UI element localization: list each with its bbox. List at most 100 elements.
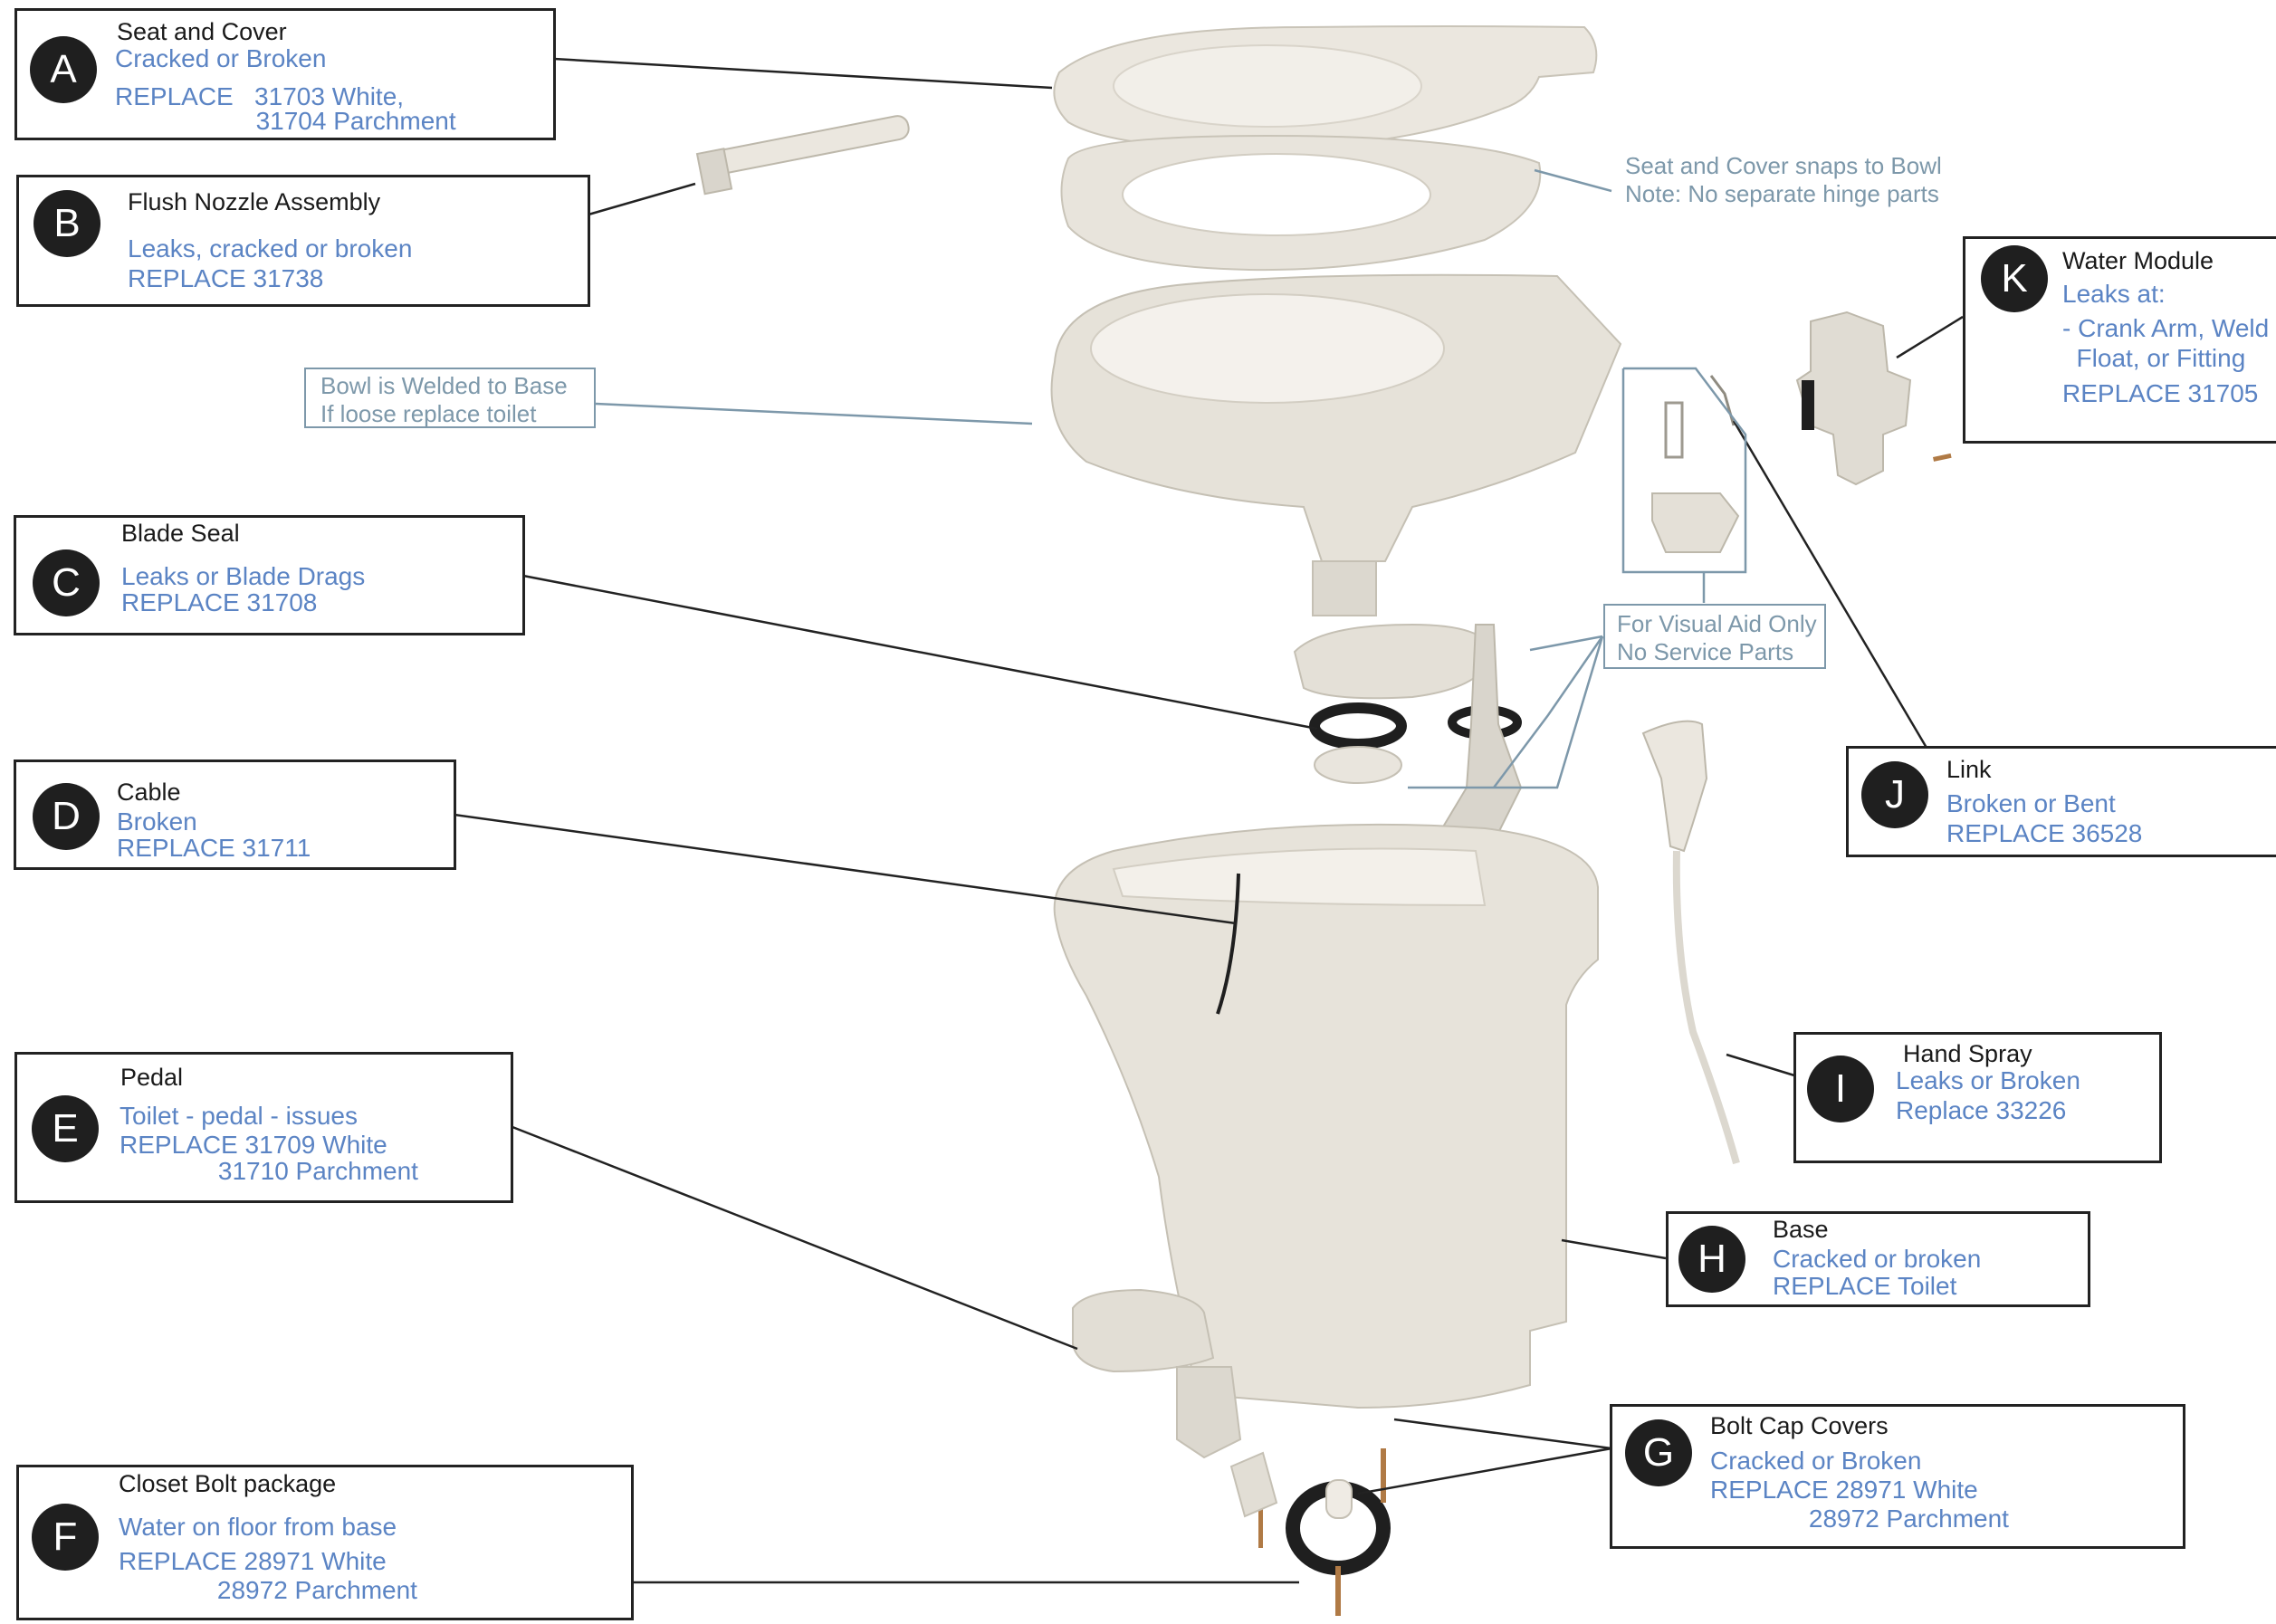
- leader-g2: [1357, 1447, 1612, 1495]
- link-spring: [1664, 401, 1684, 459]
- callout-i-title: Hand Spray: [1903, 1040, 2032, 1067]
- callout-g-line3: 28972 Parchment: [1710, 1505, 2009, 1533]
- bowl-weld-note-line1: Bowl is Welded to Base: [320, 372, 568, 399]
- note-leader-visual1: [1529, 635, 1603, 652]
- callout-a-line1: Cracked or Broken: [115, 44, 327, 72]
- callout-g-line1: Cracked or Broken: [1710, 1447, 1922, 1475]
- blade-plate: [1314, 746, 1402, 784]
- callout-i-line1: Leaks or Broken: [1896, 1066, 2080, 1094]
- leader-k: [1896, 315, 1964, 359]
- visual-aid-note: For Visual Aid Only No Service Parts: [1603, 604, 1826, 669]
- badge-d: D: [33, 783, 100, 850]
- callout-e-line2: REPLACE 31709 White: [120, 1131, 387, 1159]
- callout-g-line2: REPLACE 28971 White: [1710, 1476, 1978, 1504]
- callout-d-title: Cable: [117, 779, 181, 806]
- cable-wire: [1216, 873, 1240, 1015]
- callout-c-line2: REPLACE 31708: [121, 588, 318, 616]
- callout-d-line2: REPLACE 31711: [117, 834, 311, 862]
- badge-e: E: [32, 1095, 99, 1162]
- note-leader-lines: [595, 168, 1747, 789]
- note-leader-visual3: [1408, 635, 1604, 789]
- badge-k: K: [1981, 245, 2048, 312]
- hand-spray-hose: [1672, 850, 1740, 1165]
- seat-snap-note-line1: Seat and Cover snaps to Bowl: [1625, 152, 1942, 179]
- link-housing: [1651, 492, 1740, 553]
- leader-lines: [454, 57, 1964, 1584]
- pedal-arm: [1176, 1366, 1242, 1459]
- callout-e: E Pedal Toilet - pedal - issues REPLACE …: [14, 1052, 513, 1203]
- badge-h: H: [1678, 1226, 1745, 1293]
- callout-f-line3: 28972 Parchment: [119, 1576, 417, 1604]
- callout-k: K Water Module Leaks at: - Crank Arm, We…: [1963, 236, 2276, 444]
- visual-aid-note-line1: For Visual Aid Only: [1617, 610, 1817, 637]
- callout-d-line1: Broken: [117, 807, 197, 836]
- callout-c: C Blade Seal Leaks or Blade Drags REPLAC…: [14, 515, 525, 635]
- callout-e-line3: 31710 Parchment: [120, 1157, 418, 1185]
- note-leader-visual2: [1493, 635, 1604, 788]
- base-top-rim: [1112, 847, 1487, 907]
- callout-i-line2: Replace 33226: [1896, 1096, 2067, 1124]
- leader-j: [1732, 420, 1928, 749]
- callout-f-line1: Water on floor from base: [119, 1513, 397, 1541]
- note-leader-seat: [1534, 168, 1612, 193]
- closet-bolt-lower: [1335, 1566, 1341, 1616]
- link-rod: [1709, 375, 1736, 426]
- note-leader-bowl: [595, 402, 1033, 425]
- callout-j-title: Link: [1946, 756, 1992, 783]
- callout-j-line2: REPLACE 36528: [1946, 819, 2143, 847]
- callout-g: G Bolt Cap Covers Cracked or Broken REPL…: [1610, 1404, 2185, 1549]
- callout-k-line3: Float, or Fitting: [2062, 344, 2246, 372]
- bowl-outlet: [1312, 560, 1377, 616]
- bowl-weld-note: Bowl is Welded to Base If loose replace …: [304, 368, 596, 428]
- callout-i: I Hand Spray Leaks or Broken Replace 332…: [1793, 1032, 2162, 1163]
- bolt-cap-base: [1229, 1451, 1278, 1518]
- callout-c-line1: Leaks or Blade Drags: [121, 562, 366, 590]
- callout-a: A Seat and Cover Cracked or Broken REPLA…: [14, 8, 556, 140]
- callout-d: D Cable Broken REPLACE 31711: [14, 759, 456, 870]
- callout-c-title: Blade Seal: [121, 520, 240, 547]
- leader-h: [1561, 1238, 1667, 1260]
- seat-snap-note: Seat and Cover snaps to Bowl Note: No se…: [1625, 152, 1942, 208]
- callout-b-title: Flush Nozzle Assembly: [128, 188, 381, 215]
- leader-e: [512, 1125, 1078, 1351]
- callout-k-title: Water Module: [2062, 247, 2214, 274]
- callout-a-line3: 31704 Parchment: [115, 107, 456, 135]
- pedal-part: [1072, 1288, 1215, 1373]
- bowl-opening: [1090, 293, 1445, 404]
- callout-e-title: Pedal: [120, 1064, 184, 1091]
- bolt-cap-cover: [1325, 1479, 1353, 1519]
- seat-cover-inner: [1113, 44, 1422, 128]
- flush-nozzle-head: [695, 148, 733, 196]
- callout-h-line2: REPLACE Toilet: [1773, 1272, 1957, 1300]
- water-module-valve: [1802, 380, 1814, 430]
- callout-b: B Flush Nozzle Assembly Leaks, cracked o…: [16, 175, 590, 307]
- leader-d: [454, 813, 1237, 925]
- callout-h: H Base Cracked or broken REPLACE Toilet: [1666, 1211, 2090, 1307]
- leader-i: [1726, 1053, 1795, 1077]
- seat-ring-hole: [1122, 153, 1431, 236]
- callout-b-line2: REPLACE 31738: [128, 264, 324, 292]
- callout-b-line1: Leaks, cracked or broken: [128, 234, 413, 263]
- callout-k-line4: REPLACE 31705: [2062, 379, 2259, 407]
- callout-f-title: Closet Bolt package: [119, 1470, 337, 1497]
- base-part: [1053, 823, 1599, 1409]
- callout-k-line1: Leaks at:: [2062, 280, 2166, 308]
- leader-b: [588, 182, 696, 216]
- callout-a-title: Seat and Cover: [117, 18, 287, 45]
- hand-spray-head: [1641, 720, 1708, 853]
- visual-aid-note-line2: No Service Parts: [1617, 638, 1794, 665]
- water-module-screw: [1932, 453, 1952, 462]
- leader-a: [553, 57, 1053, 90]
- callout-f-line2: REPLACE 28971 White: [119, 1547, 387, 1575]
- badge-j: J: [1861, 761, 1928, 828]
- badge-b: B: [33, 190, 100, 257]
- badge-a: A: [30, 36, 97, 103]
- blade-seal-ring: [1309, 702, 1407, 750]
- callout-j-line1: Broken or Bent: [1946, 789, 2116, 817]
- flush-nozzle-part: [703, 115, 910, 177]
- closet-bolt-left: [1258, 1507, 1263, 1548]
- bowl-weld-note-line2: If loose replace toilet: [320, 400, 537, 427]
- callout-g-title: Bolt Cap Covers: [1710, 1412, 1889, 1439]
- blade-mechanism-part: [1293, 623, 1496, 700]
